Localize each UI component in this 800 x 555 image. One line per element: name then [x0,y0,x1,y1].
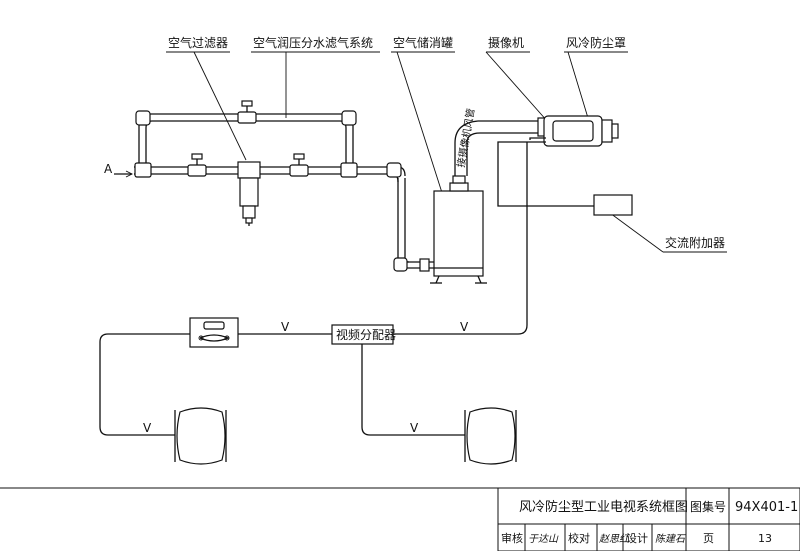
svg-text:接摄像机风管: 接摄像机风管 [454,107,477,168]
page-number: 13 [758,532,772,545]
monitor-1 [174,407,227,465]
label-ac-heater: 交流附加器 [609,212,727,253]
video-lines: V V V V [99,142,528,436]
monitor-2 [464,407,517,465]
svg-text:校对: 校对 [568,531,590,545]
svg-text:页: 页 [703,532,714,545]
camera-housing [497,115,619,207]
air-piping: A [104,100,434,272]
svg-text:视频分配器: 视频分配器 [336,327,396,342]
svg-text:V: V [410,421,419,435]
svg-text:赵思红: 赵思红 [599,533,631,545]
svg-text:图集号: 图集号 [690,499,726,514]
label-dust-cover: 风冷防尘罩 [564,35,628,119]
ac-heater [593,194,633,216]
svg-text:陈建石: 陈建石 [655,533,687,545]
drawing-title: 风冷防尘型工业电视系统框图 [519,499,688,515]
label-camera: 摄像机 [485,35,549,123]
svg-text:空气储消罐: 空气储消罐 [393,35,453,50]
svg-text:V: V [143,421,152,435]
svg-text:风冷防尘罩: 风冷防尘罩 [566,35,626,50]
svg-text:交流附加器: 交流附加器 [665,235,725,250]
svg-text:空气润压分水滤气系统: 空气润压分水滤气系统 [253,35,373,50]
title-block: 风冷防尘型工业电视系统框图 图集号 94X401-1 审核 于达山 校对 赵思红… [0,487,800,552]
label-oil-mist-system: 空气润压分水滤气系统 [251,35,380,118]
drawing-number: 94X401-1 [735,500,798,515]
svg-text:V: V [281,320,290,334]
svg-text:审核: 审核 [501,531,523,545]
inlet-label: A [104,162,113,176]
svg-text:V: V [460,320,469,334]
svg-text:摄像机: 摄像机 [488,35,524,50]
svg-text:于达山: 于达山 [528,533,559,545]
label-air-filter: 空气过滤器 [166,35,247,161]
svg-text:空气过滤器: 空气过滤器 [168,35,228,50]
video-distributor: 视频分配器 [331,324,396,345]
air-tank [430,175,487,284]
svg-text:设计: 设计 [626,532,648,545]
monitor-controller [189,317,239,348]
